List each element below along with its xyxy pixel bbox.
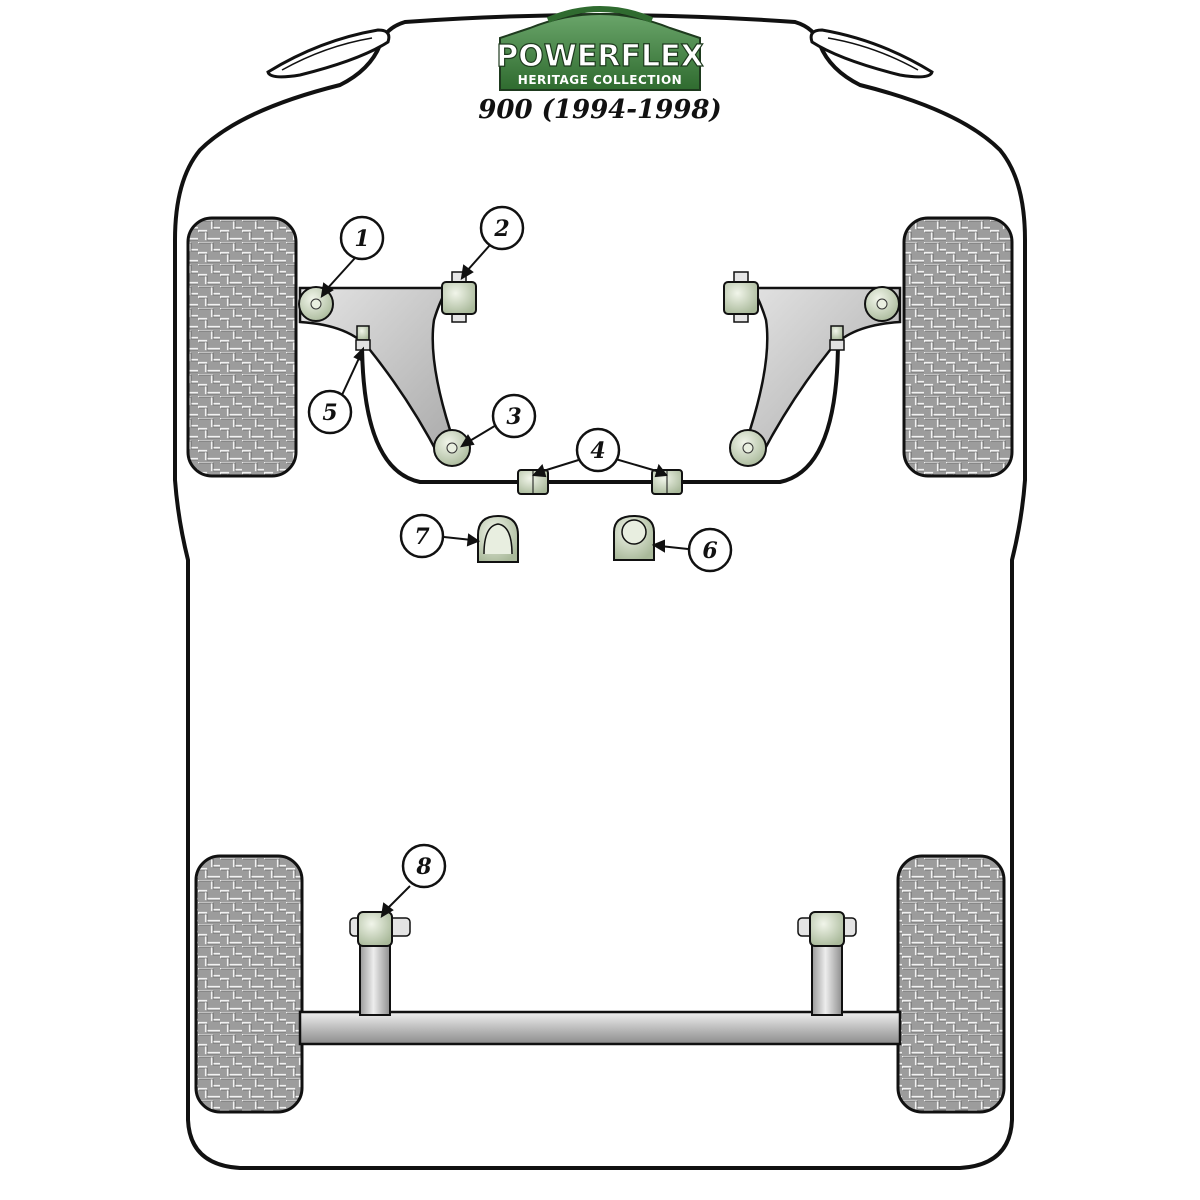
bushing-3-right-core	[742, 442, 754, 454]
logo-collection-text: HERITAGE COLLECTION	[518, 73, 682, 87]
callout-4-label: 4	[590, 438, 605, 464]
bushing-1-right-core	[876, 298, 888, 310]
callout-1-circle	[339, 215, 385, 261]
callout-8-label: 8	[415, 854, 431, 880]
bushing-1-left-core	[310, 298, 322, 310]
rear-left-tyre	[194, 854, 304, 1114]
callout-1-label: 1	[354, 226, 369, 252]
callout-2-circle	[479, 205, 525, 251]
anti-roll-bar	[360, 339, 840, 484]
callout-7-circle	[399, 513, 445, 559]
rear-trailing-post-left	[359, 934, 391, 1016]
callout-4-circle	[575, 427, 621, 473]
callout-5-circle	[307, 389, 353, 435]
callout-7-label: 7	[414, 524, 430, 550]
part-6-bush-hole	[621, 519, 647, 545]
callout-6-label: 6	[702, 538, 717, 564]
callout-leaders	[320, 244, 689, 918]
rear-axle-beam	[298, 1010, 902, 1046]
bushing-2-left	[441, 271, 477, 323]
callout-2-label: 2	[493, 216, 509, 242]
rear-right-tyre	[896, 854, 1006, 1114]
left-headlamp-inner	[281, 37, 373, 71]
right-headlamp-inner	[827, 37, 919, 71]
bushing-8-right	[797, 911, 857, 947]
right-headlamp	[809, 28, 934, 79]
part-7-bush-cutout	[483, 523, 513, 555]
callout-3-label: 3	[506, 404, 521, 430]
bushing-5-left	[355, 325, 371, 351]
rear-trailing-post-right	[811, 934, 843, 1016]
callout-8-circle	[401, 843, 447, 889]
front-right-tyre	[902, 216, 1014, 478]
bushing-3-left-core	[446, 442, 458, 454]
callout-5-label: 5	[322, 400, 337, 426]
callout-3-circle	[491, 393, 537, 439]
model-title: 900 (1994-1998)	[478, 95, 721, 125]
bushing-8-left	[349, 911, 411, 947]
logo-brand-text: POWERFLEX	[496, 39, 703, 74]
left-headlamp	[266, 28, 391, 79]
front-left-tyre	[186, 216, 298, 478]
bushing-5-right	[829, 325, 845, 351]
callouts: 1 2 3 4 5 6 7 8	[307, 205, 733, 889]
callout-6-circle	[687, 527, 733, 573]
bushing-2-right	[723, 271, 759, 323]
powerflex-logo: POWERFLEX HERITAGE COLLECTION	[496, 6, 704, 91]
